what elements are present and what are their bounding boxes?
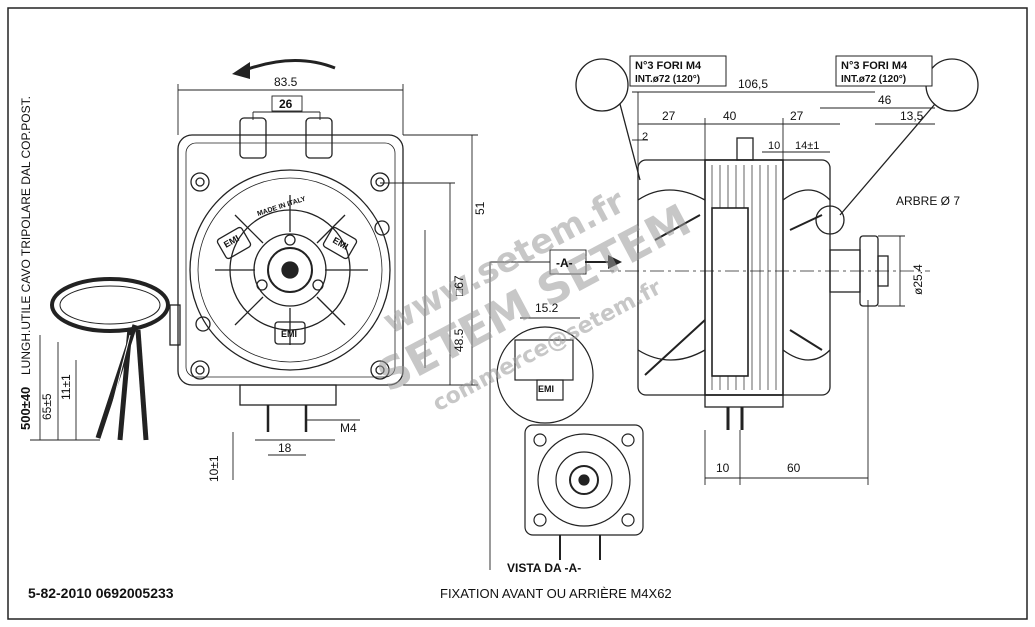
side-view [575, 58, 979, 430]
view-marker: -A- [556, 256, 573, 270]
drawing-frame [7, 7, 1028, 620]
side-dimensions [489, 91, 935, 570]
stamp-emi-4: EMI [538, 384, 554, 394]
shaft-label: ARBRE Ø 7 [896, 194, 960, 208]
detail-view-a [496, 317, 644, 560]
footer-ref: 5-82-2010 0692005233 [28, 585, 174, 601]
watermark: www.setem.fr SETEM SETEM commerce@setem.… [369, 181, 699, 416]
stamp-made-in: MADE IN ITALY [256, 196, 307, 218]
dim-10-bottom: 10 [716, 461, 730, 475]
dim-106-5: 106,5 [738, 77, 768, 91]
cable-note: LUNGH.UTILE CAVO TRIPOLARE DAL COP.POST. [19, 96, 33, 375]
dim-13-5: 13,5 [900, 109, 924, 123]
footer-fixation: FIXATION AVANT OU ARRIÈRE M4X62 [440, 586, 672, 601]
dim-83-5: 83.5 [274, 75, 298, 89]
dim-67: □67 [452, 275, 466, 296]
dim-2: 2 [642, 131, 648, 143]
dim-m4: M4 [340, 421, 357, 435]
holes-left-line2: INT.ø72 (120°) [635, 74, 700, 85]
stamp-emi-2: EMI [331, 235, 350, 252]
dim-15-2: 15.2 [535, 301, 559, 315]
holes-right-line2: INT.ø72 (120°) [841, 74, 906, 85]
dim-46: 46 [878, 93, 892, 107]
front-view [50, 59, 404, 441]
dim-25-4: ø25.4 [911, 264, 925, 295]
dim-65: 65±5 [40, 393, 54, 420]
dim-11: 11±1 [59, 374, 73, 400]
dim-14: 14±1 [795, 140, 819, 152]
dim-26: 26 [279, 97, 293, 111]
dim-48-5: 48.5 [452, 328, 466, 352]
holes-right-line1: N°3 FORI M4 [841, 60, 908, 72]
dim-40: 40 [723, 109, 737, 123]
dim-10-top: 10 [768, 140, 780, 152]
view-caption: VISTA DA -A- [507, 561, 581, 575]
dim-60: 60 [787, 461, 801, 475]
dim-27-b: 27 [790, 109, 804, 123]
front-dimensions [30, 84, 478, 480]
holes-left-line1: N°3 FORI M4 [635, 60, 702, 72]
dim-51: 51 [473, 201, 487, 215]
dim-500: 500±40 [18, 387, 33, 430]
holes-callout-left [629, 55, 727, 87]
holes-callout-right [835, 55, 933, 87]
dim-27-a: 27 [662, 109, 676, 123]
dim-18: 18 [278, 441, 292, 455]
dim-10-side: 10±1 [207, 455, 221, 482]
stamp-emi-3: EMI [281, 329, 297, 339]
